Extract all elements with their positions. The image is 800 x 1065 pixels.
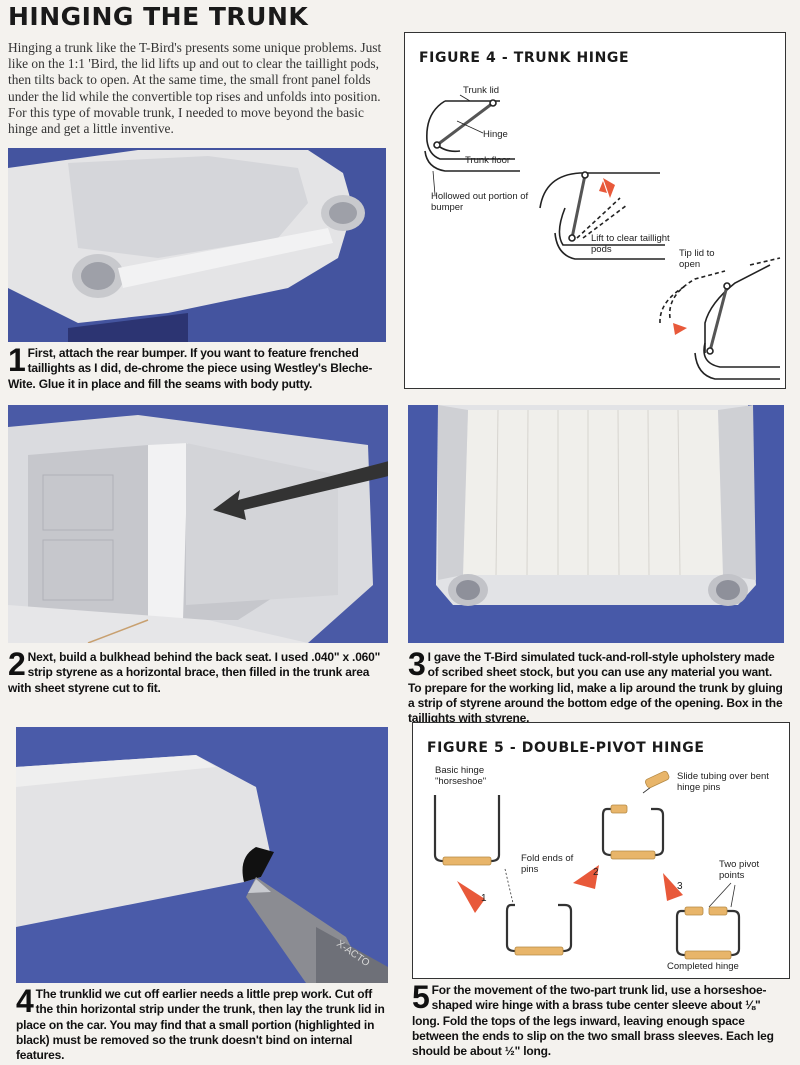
- step-number: 4: [16, 983, 34, 1019]
- arrow-2-label: 2: [593, 867, 599, 878]
- arrow-3-label: 3: [677, 881, 683, 892]
- label-pivot-points: Two pivot points: [719, 859, 760, 881]
- label-bumper: Hollowed out portion of bumper: [431, 191, 529, 213]
- label-hinge: Hinge: [483, 129, 508, 140]
- label-tip: Tip lid to open: [679, 248, 715, 270]
- label-basic-hinge: Basic hinge "horseshoe": [435, 765, 487, 787]
- caption-step-1: 1 First, attach the rear bumper. If you …: [8, 342, 388, 392]
- figure-4-trunk-hinge: FIGURE 4 - TRUNK HINGE: [404, 32, 786, 389]
- arrow-1-label: 1: [481, 893, 487, 904]
- caption-step-2: 2 Next, build a bulkhead behind the back…: [8, 646, 390, 696]
- label-trunk-lid: Trunk lid: [463, 85, 500, 96]
- figure-5-title: FIGURE 5 - DOUBLE-PIVOT HINGE: [427, 740, 705, 756]
- intro-paragraph: Hinging a trunk like the T-Bird's presen…: [8, 40, 382, 137]
- photo-step-2: [8, 405, 388, 643]
- step-text: I gave the T-Bird simulated tuck-and-rol…: [408, 650, 783, 726]
- label-fold-ends: Fold ends of pins: [521, 853, 574, 875]
- photo-step-3: [408, 405, 784, 643]
- step-number: 1: [8, 342, 26, 378]
- step-text: First, attach the rear bumper. If you wa…: [8, 346, 373, 391]
- step-text: The trunklid we cut off earlier needs a …: [16, 987, 385, 1063]
- figure-4-title: FIGURE 4 - TRUNK HINGE: [419, 50, 630, 66]
- photo-step-4: X-ACTO: [16, 727, 388, 983]
- step-text: For the movement of the two-part trunk l…: [412, 983, 774, 1059]
- step-number: 3: [408, 646, 426, 682]
- label-trunk-floor: Trunk floor: [465, 155, 511, 166]
- figure-5-double-pivot-hinge: FIGURE 5 - DOUBLE-PIVOT HINGE: [412, 722, 790, 979]
- page-title: HINGING THE TRUNK: [8, 2, 309, 31]
- label-slide-tubing: Slide tubing over bent hinge pins: [677, 771, 769, 793]
- label-lift: Lift to clear taillight pods: [591, 233, 670, 255]
- step-number: 2: [8, 646, 26, 682]
- caption-step-5: 5 For the movement of the two-part trunk…: [412, 979, 790, 1059]
- caption-step-3: 3 I gave the T-Bird simulated tuck-and-r…: [408, 646, 786, 726]
- photo-step-1: [8, 148, 386, 342]
- step-number: 5: [412, 979, 430, 1015]
- step-text: Next, build a bulkhead behind the back s…: [8, 650, 381, 695]
- label-completed-hinge: Completed hinge: [667, 961, 739, 972]
- caption-step-4: 4 The trunklid we cut off earlier needs …: [16, 983, 390, 1063]
